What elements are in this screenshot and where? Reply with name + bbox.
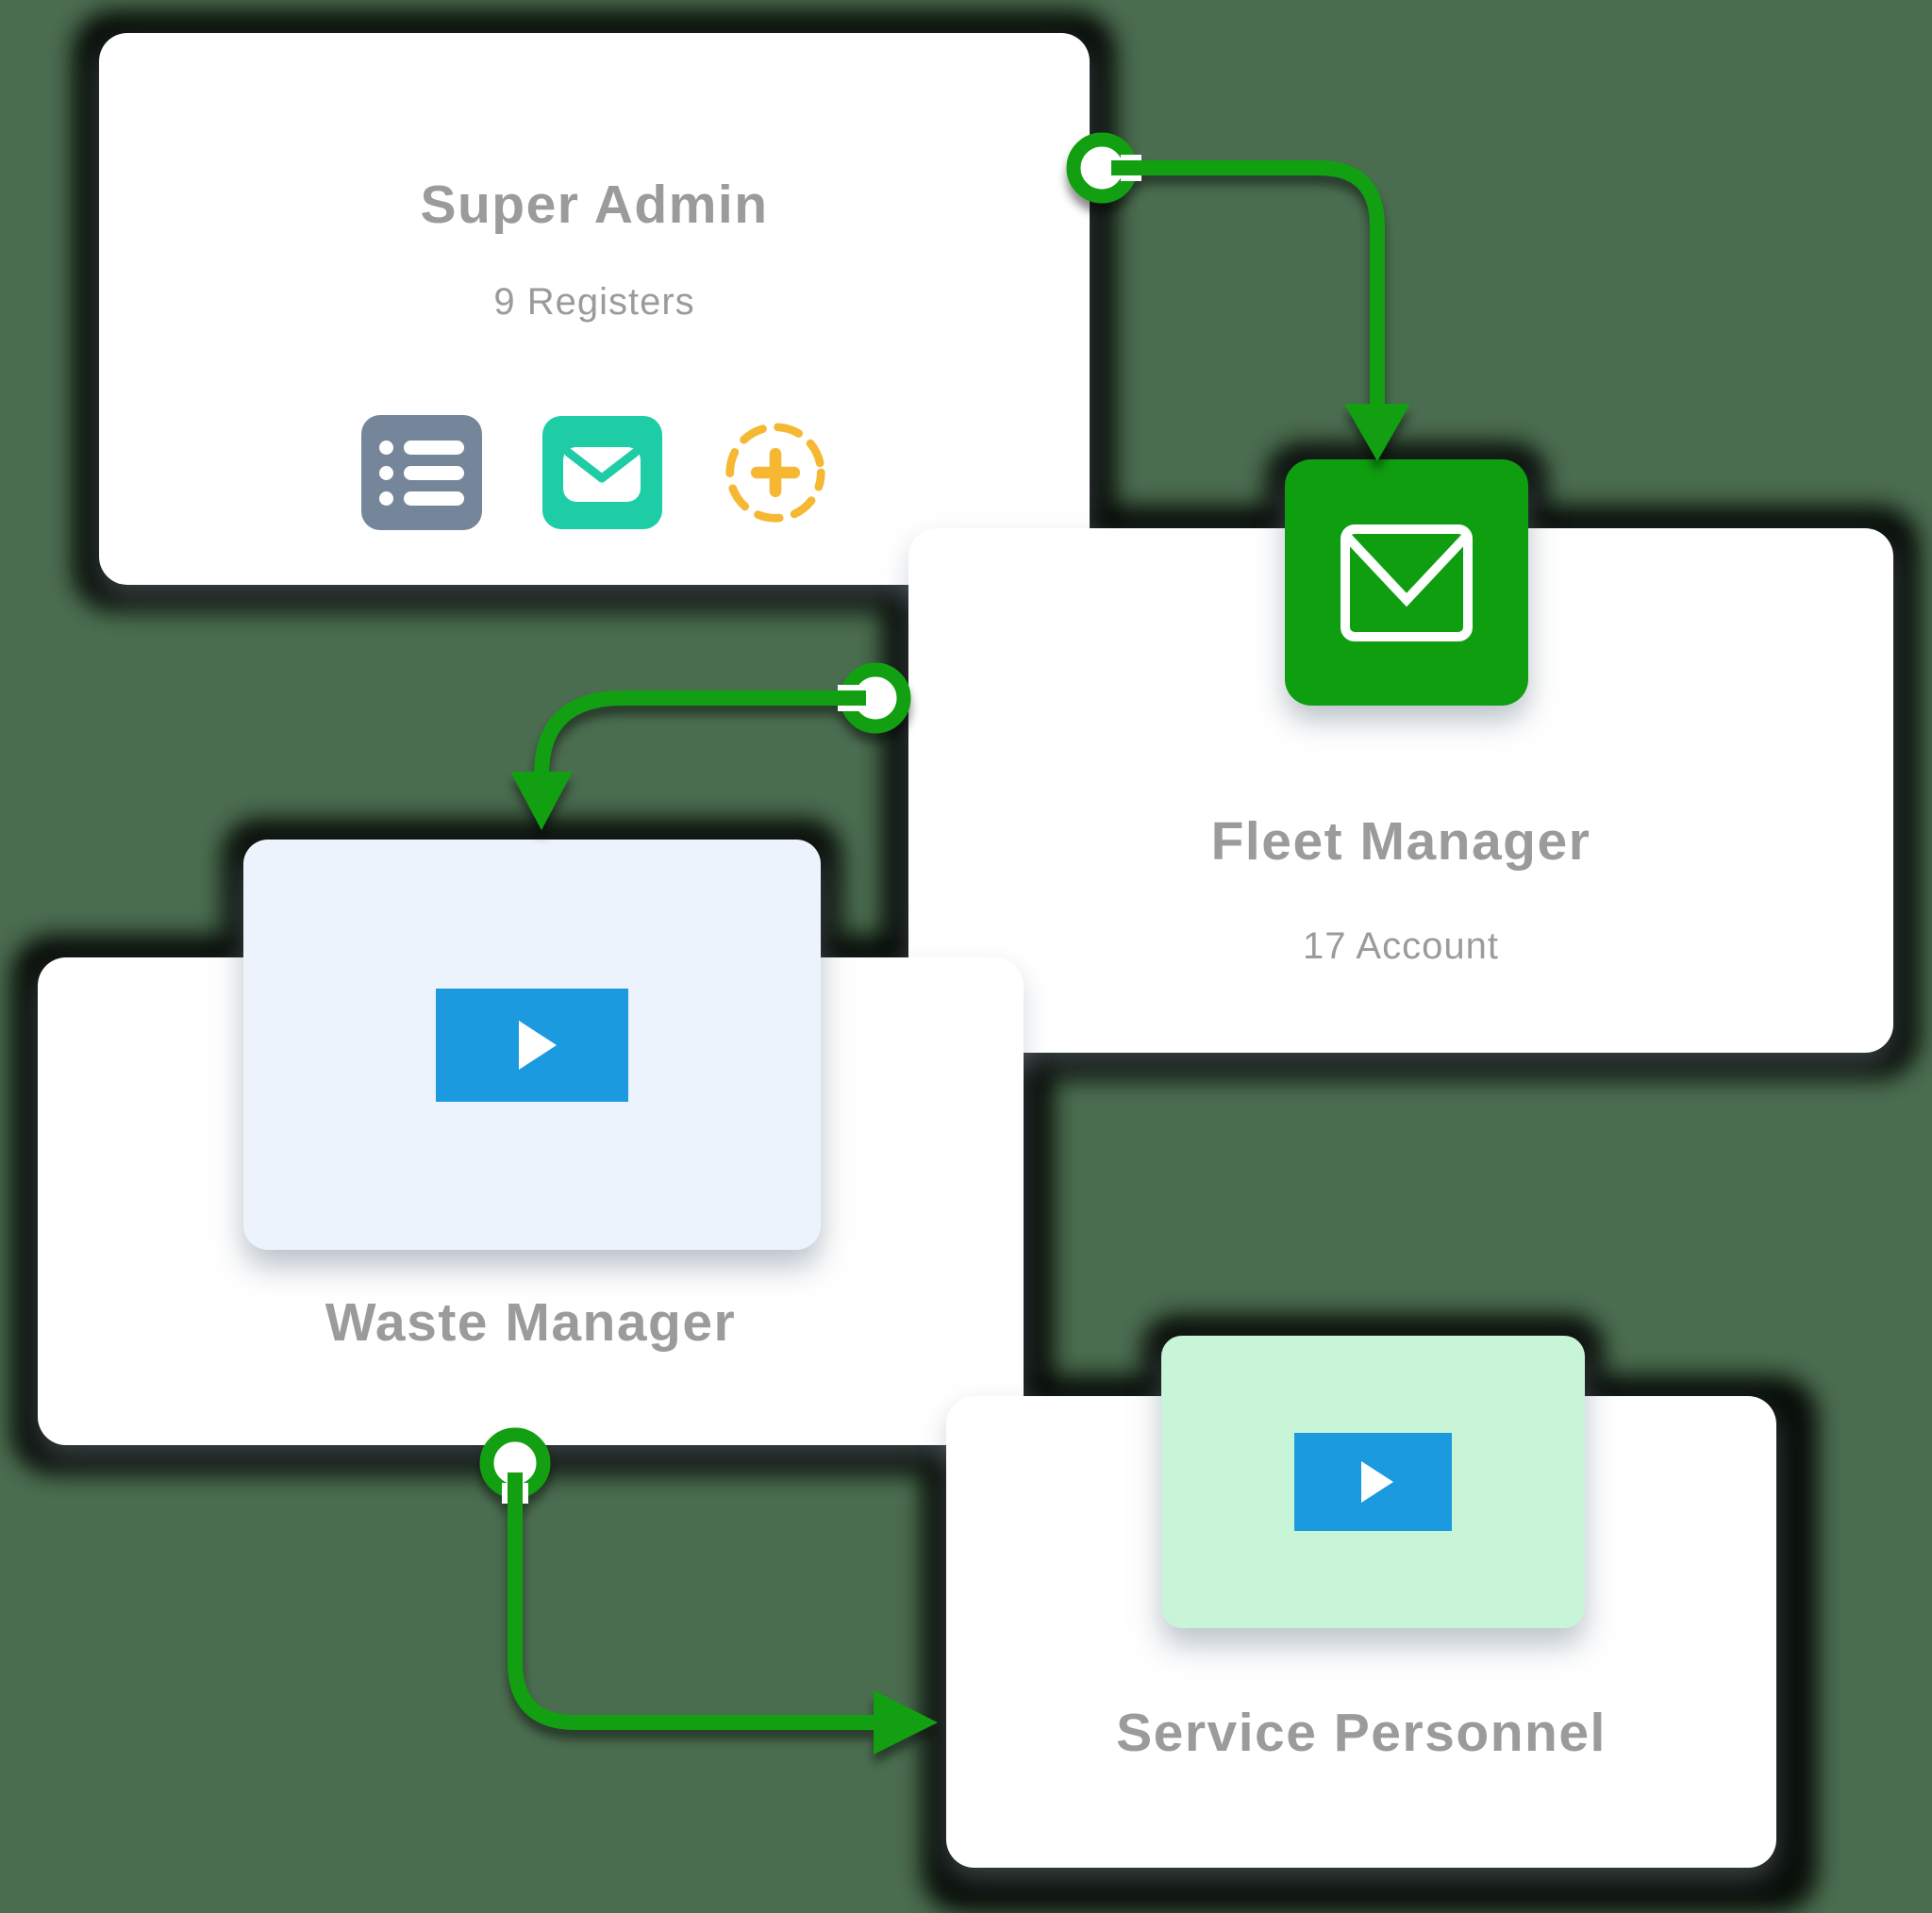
list-icon[interactable] bbox=[360, 415, 482, 530]
service-personnel-title: Service Personnel bbox=[1116, 1703, 1607, 1763]
add-icon[interactable] bbox=[723, 420, 828, 525]
play-triangle-glyph bbox=[1361, 1461, 1396, 1503]
arrow-super-to-fleet bbox=[1111, 160, 1385, 408]
mail-badge[interactable] bbox=[1285, 459, 1528, 706]
play-icon[interactable] bbox=[436, 988, 628, 1102]
waste-manager-title: Waste Manager bbox=[325, 1292, 737, 1353]
play-icon[interactable] bbox=[1294, 1433, 1452, 1531]
arrow-fleet-to-waste bbox=[534, 690, 866, 776]
super-admin-card: Super Admin 9 Registers bbox=[99, 33, 1090, 585]
arrow-waste-to-service bbox=[508, 1472, 877, 1730]
envelope-outline-glyph bbox=[1341, 524, 1473, 641]
play-triangle-glyph bbox=[518, 1020, 559, 1070]
envelope-glyph bbox=[563, 447, 641, 502]
fleet-manager-subtitle: 17 Account bbox=[1303, 925, 1499, 967]
mail-icon[interactable] bbox=[541, 416, 662, 529]
service-video-thumbnail bbox=[1161, 1336, 1585, 1628]
dashed-plus-glyph bbox=[724, 423, 825, 523]
super-admin-subtitle: 9 Registers bbox=[493, 281, 695, 323]
waste-video-thumbnail bbox=[243, 840, 821, 1250]
fleet-manager-title: Fleet Manager bbox=[1210, 811, 1591, 872]
super-admin-title: Super Admin bbox=[420, 175, 769, 235]
super-admin-icon-row bbox=[99, 415, 1090, 530]
